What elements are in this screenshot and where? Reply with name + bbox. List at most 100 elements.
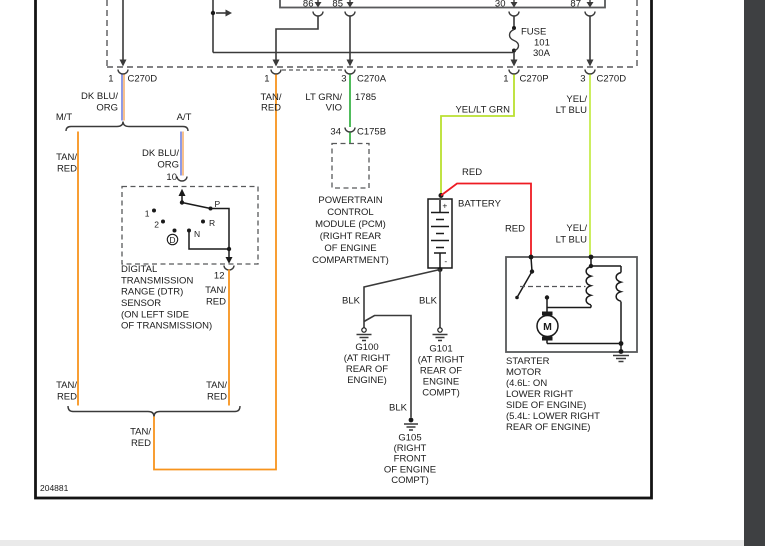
relay-pin-85-label: 85 bbox=[332, 0, 343, 10]
connector-c270d-right-name: C270D bbox=[597, 74, 627, 85]
starter-label-4: LOWER RIGHT bbox=[506, 389, 573, 400]
dtr-label-3: RANGE (DTR) bbox=[121, 287, 183, 298]
g105-label-1: G105 bbox=[398, 433, 421, 444]
connector-cups bbox=[117, 69, 596, 75]
bottom-band bbox=[0, 540, 744, 546]
pcm-label-5: OF ENGINE bbox=[324, 243, 376, 254]
g101-ground-icon bbox=[437, 327, 443, 333]
wire-label-dkblu-org-1b: ORG bbox=[96, 103, 118, 114]
wire-label-tanred-bl-b: RED bbox=[57, 392, 77, 403]
connector-c270d-left-pin: 1 bbox=[108, 74, 113, 85]
wire-label-blk-g101: BLK bbox=[419, 296, 438, 307]
wire-label-tanred-riser-a: TAN/ bbox=[261, 92, 282, 103]
pcm-label-1: POWERTRAIN bbox=[318, 195, 382, 206]
connector-c175b-pin: 34 bbox=[330, 127, 341, 138]
dtr-pin10-label: 10 bbox=[166, 172, 177, 183]
starter-label-3: (4.6L: ON bbox=[506, 378, 547, 389]
g101-label-4: ENGINE bbox=[423, 377, 459, 388]
figure-number: 204881 bbox=[40, 483, 69, 493]
solenoid-switch bbox=[516, 256, 533, 298]
motor-bottom-terminal bbox=[542, 336, 553, 341]
fuse-number: 101 bbox=[534, 38, 550, 49]
wire-label-tanred-mt-b: RED bbox=[57, 164, 77, 175]
wire-label-red-2: RED bbox=[505, 224, 525, 235]
starter-motor: M STARTER MOTOR (4.6L: ON LOWER RIGHT SI… bbox=[505, 254, 638, 433]
pcm-label-6: COMPARTMENT) bbox=[312, 255, 389, 266]
merge-brace bbox=[67, 405, 241, 417]
diagram-border bbox=[34, 0, 653, 500]
g105-label-5: COMPT) bbox=[391, 475, 428, 486]
pcm: LT GRN/ VIO 1785 34 C175B POWERTRAIN CON… bbox=[305, 74, 389, 266]
starter-relay-box: 86 85 30 87 bbox=[279, 0, 606, 17]
wire-label-yel-ltblu-1a: YEL/ bbox=[566, 94, 587, 105]
connector-c270p-pin: 1 bbox=[503, 74, 508, 85]
wire-label-tanred-br-b: RED bbox=[207, 392, 227, 403]
fuse-101: FUSE 101 30A bbox=[508, 26, 551, 59]
g101-label-1: G101 bbox=[429, 344, 452, 355]
pcm-label-2: CONTROL bbox=[327, 207, 373, 218]
g101-label-2: (AT RIGHT bbox=[418, 355, 465, 366]
dtr-label-5: (ON LEFT SIDE bbox=[121, 309, 189, 320]
upper-dashed-boundary bbox=[106, 0, 638, 68]
battery-circuit: YEL/LT GRN + - BATTERY RED RED bbox=[427, 74, 532, 272]
g100-label-4: ENGINE) bbox=[347, 375, 387, 386]
wire-label-ltgrn-vio-b: VIO bbox=[326, 103, 342, 114]
dtr-label-6: OF TRANSMISSION) bbox=[121, 321, 212, 332]
wire-label-tanred-riser-b: RED bbox=[261, 103, 281, 114]
motor-top-terminal bbox=[542, 311, 553, 316]
pull-in-coil bbox=[585, 265, 594, 308]
wire-label-yel-ltblu-1b: LT BLU bbox=[556, 105, 587, 116]
starter-label-7: REAR OF ENGINE) bbox=[506, 422, 590, 433]
wire-label-blk-g105: BLK bbox=[389, 403, 408, 414]
g105-label-2: (RIGHT bbox=[394, 443, 427, 454]
dtr-label-1: DIGITAL bbox=[121, 264, 157, 275]
dtr-pos-r: R bbox=[209, 218, 215, 228]
connector-c270a-pin1: 1 bbox=[264, 74, 269, 85]
wire-label-yel-ltblu-2a: YEL/ bbox=[566, 223, 587, 234]
g101-label-5: COMPT) bbox=[422, 388, 459, 399]
dtr-position-d-circle bbox=[166, 233, 179, 246]
connector-c270a-name: C270A bbox=[357, 74, 387, 85]
starter-label-6: (5.4L: LOWER RIGHT bbox=[506, 411, 600, 422]
pcm-label-3: MODULE (PCM) bbox=[315, 219, 386, 230]
solenoid-feed: YEL/ LT BLU YEL/ LT BLU bbox=[556, 74, 591, 256]
battery-minus-sign: - bbox=[444, 256, 447, 266]
wire-label-tanred-mt-a: TAN/ bbox=[56, 152, 77, 163]
g101-label-3: REAR OF bbox=[420, 366, 462, 377]
relay-pin-30-label: 30 bbox=[495, 0, 506, 10]
continuation-arrow bbox=[225, 9, 232, 17]
g100-label-2: (AT RIGHT bbox=[344, 353, 391, 364]
starter-label-1: STARTER bbox=[506, 356, 550, 367]
connector-c270a-pin3: 3 bbox=[341, 74, 346, 85]
dtr-pos-2: 2 bbox=[154, 220, 159, 230]
tan-red-return-path: TAN/ RED TAN/ RED TAN/ RED TAN/ RED bbox=[56, 74, 282, 471]
wire-label-tanred-12b: RED bbox=[206, 297, 226, 308]
dtr-pos-d: D bbox=[169, 235, 175, 245]
relay-pin-86-label: 86 bbox=[303, 0, 314, 10]
wire-label-red-1: RED bbox=[462, 167, 482, 178]
dtr-label-4: SENSOR bbox=[121, 298, 161, 309]
wire-label-dkblu-org-1a: DK BLU/ bbox=[81, 91, 118, 102]
wire-label-yel-ltblu-2b: LT BLU bbox=[556, 235, 587, 246]
wire-label-dkblu-org-2a: DK BLU/ bbox=[142, 148, 179, 159]
connector-row: 1 C270D 1 3 C270A 1 C270P 3 C270D bbox=[108, 69, 627, 85]
g105-ground-icon bbox=[408, 417, 414, 423]
g105-label-3: FRONT bbox=[394, 454, 427, 465]
dtr-pin12-label: 12 bbox=[214, 271, 225, 282]
battery-plus-sign: + bbox=[442, 201, 447, 211]
battery-label: BATTERY bbox=[458, 199, 502, 210]
wire-label-tanred-c-a: TAN/ bbox=[130, 427, 151, 438]
g100-label-3: REAR OF bbox=[346, 364, 388, 375]
ignition-feed-split: DK BLU/ ORG M/T A/T TAN/ RED DK BLU/ ORG bbox=[56, 74, 192, 406]
split-brace bbox=[65, 121, 189, 132]
dtr-sensor: 10 1 2 D N R P 12 TAN/ RED DIGITAL TRANS… bbox=[121, 172, 259, 332]
g100-label-1: G100 bbox=[355, 342, 378, 353]
fuse-amps: 30A bbox=[533, 48, 551, 59]
connector-c270p-name: C270P bbox=[520, 74, 549, 85]
upper-wiring bbox=[119, 0, 594, 67]
dtr-pos-p: P bbox=[215, 199, 221, 209]
dtr-pos-n: N bbox=[194, 229, 200, 239]
wire-label-tanred-c-b: RED bbox=[131, 438, 151, 449]
